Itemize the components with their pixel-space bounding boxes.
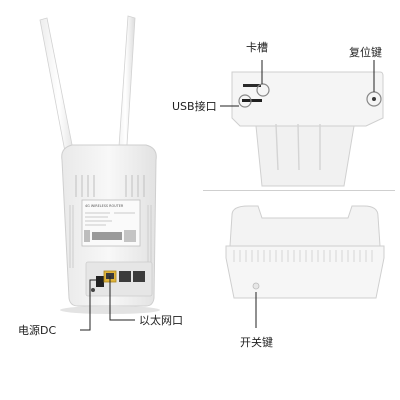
port-panel (85, 261, 153, 297)
label-card-slot: 卡槽 (246, 41, 268, 54)
router-back-view: 4G WIRELESS ROUTER (39, 15, 160, 314)
power-switch-button (252, 282, 260, 290)
label-ethernet-port: 以太网口 (139, 314, 183, 327)
usb-port (242, 99, 262, 102)
router-top-view (231, 71, 384, 187)
top-vents (75, 175, 145, 197)
label-power-dc: 电源DC (18, 324, 57, 337)
sim-card-slot (243, 84, 261, 87)
reset-button-hole (372, 97, 376, 101)
lan-port-1 (119, 271, 131, 282)
label-usb-port: USB接口 (172, 100, 217, 113)
sticker-barcode (92, 232, 122, 240)
callout-lines-right (220, 60, 375, 107)
power-switch-small (91, 288, 95, 292)
callout-lines-left (80, 276, 135, 331)
router-info-sticker: 4G WIRELESS ROUTER (81, 199, 141, 247)
label-power-switch: 开关键 (240, 336, 273, 349)
power-dc-port (96, 276, 104, 287)
router-side-view (225, 205, 385, 328)
side-view-body (225, 245, 385, 299)
side-vents (69, 205, 152, 268)
lan-port-2 (133, 271, 145, 282)
sticker-title: 4G WIRELESS ROUTER (85, 204, 124, 208)
label-reset-button: 复位键 (349, 46, 382, 59)
section-divider (203, 190, 395, 191)
